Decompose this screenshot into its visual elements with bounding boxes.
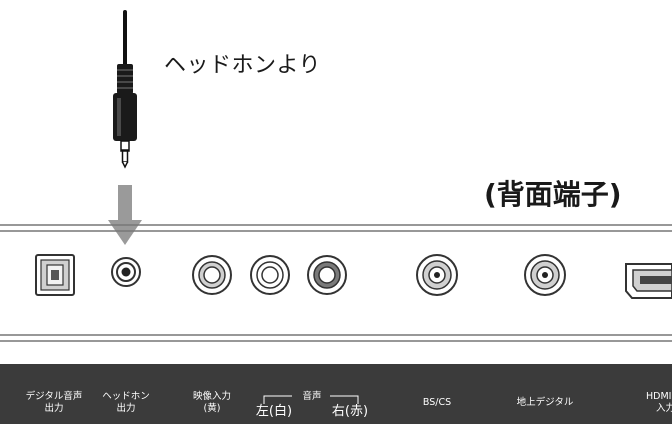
optical-label-line1: デジタル音声 xyxy=(25,391,83,402)
headphone-label-line1: ヘッドホン xyxy=(102,391,150,402)
optical-label: デジタル音声 出力 xyxy=(22,391,86,415)
optical-label-line2: 出力 xyxy=(44,403,64,414)
audio-left-rca-port-icon xyxy=(250,255,290,295)
audio-left-label: 左(白) xyxy=(255,404,293,419)
connection-diagram xyxy=(0,10,672,342)
hdmi-label: HDMI 入力 xyxy=(646,391,672,415)
bs-cs-antenna-port-icon xyxy=(416,254,458,296)
hdmi-label-line1: HDMI xyxy=(646,391,672,402)
video-rca-port-icon xyxy=(192,255,232,295)
headphone-jack-icon xyxy=(111,257,141,287)
audio-group-bracket xyxy=(263,395,359,404)
video-label: 映像入力 (黄) xyxy=(182,391,242,415)
headphone-label: ヘッドホン 出力 xyxy=(96,391,156,415)
terrestrial-antenna-port-icon xyxy=(524,254,566,296)
panel-outline xyxy=(0,224,672,342)
down-arrow-icon xyxy=(108,185,142,245)
audio-header-label: 音声 xyxy=(302,391,322,402)
video-label-line2: (黄) xyxy=(203,403,221,414)
audio-right-label: 右(赤) xyxy=(331,404,369,419)
hdmi-label-line2: 入力 xyxy=(656,403,672,414)
terrestrial-label: 地上デジタル xyxy=(516,397,574,408)
hdmi-port-icon xyxy=(625,263,672,299)
headphone-plug-icon xyxy=(113,10,137,169)
cable-label: ヘッドホンより xyxy=(164,53,322,78)
rear-panel-title: (背面端子) xyxy=(484,178,622,211)
audio-right-rca-port-icon xyxy=(307,255,347,295)
optical-port-icon xyxy=(35,254,75,296)
bs-cs-label: BS/CS xyxy=(422,397,452,408)
port-label-bar: デジタル音声 出力 ヘッドホン 出力 映像入力 (黄) 音声 左(白) 右(赤)… xyxy=(0,364,672,424)
video-label-line1: 映像入力 xyxy=(192,391,231,402)
headphone-label-line2: 出力 xyxy=(116,403,136,414)
